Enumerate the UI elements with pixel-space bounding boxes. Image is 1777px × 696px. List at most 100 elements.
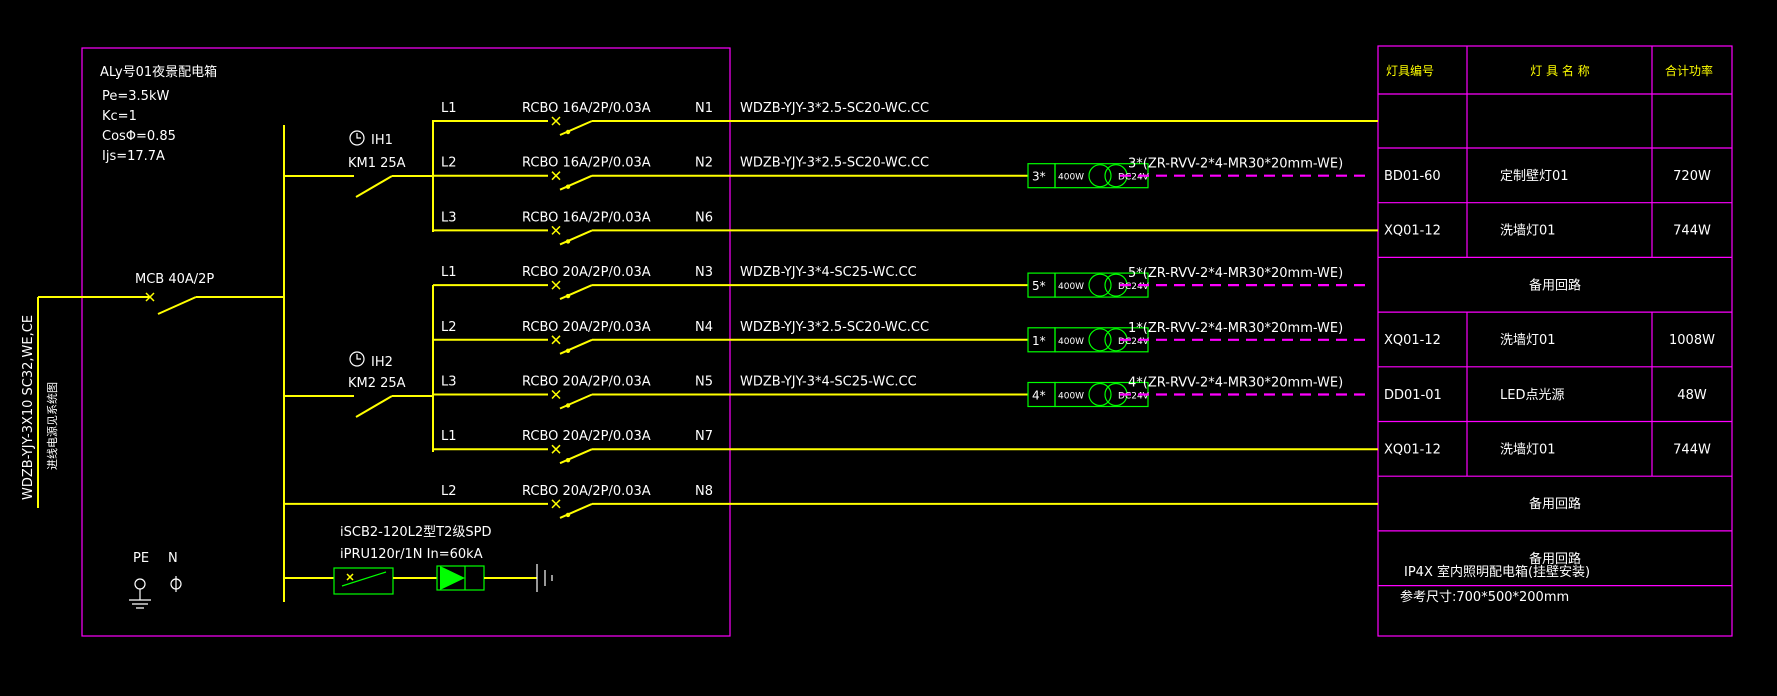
circuit-number: N5 xyxy=(695,375,713,390)
transformer-power: 400W xyxy=(1058,392,1084,402)
circuit-number: N6 xyxy=(695,210,713,225)
transformer-qty: 1* xyxy=(1032,334,1046,348)
light-name: 洗墙灯01 xyxy=(1500,333,1556,348)
rcbo-label: RCBO 20A/2P/0.03A xyxy=(522,484,651,499)
schedule-table-frame xyxy=(1377,45,1733,637)
schedule-rows: BD01-60 定制壁灯01 720W XQ01-12 洗墙灯01 744W 备用回路 XQ0… xyxy=(1378,147,1732,587)
timer-clock-hands-icon-1 xyxy=(356,133,361,139)
table-row: DD01-01 LED点光源 48W xyxy=(1378,366,1732,422)
transformer-qty: 3* xyxy=(1032,170,1046,184)
rcbo-contact xyxy=(559,393,593,410)
spare-circuit-label: 备用回路 xyxy=(1529,277,1581,293)
rcbo-cross-icon xyxy=(551,171,561,181)
lamp-cable-label: 3*(ZR-RVV-2*4-MR30*20mm-WE) xyxy=(1128,157,1343,172)
rcbo-pivot xyxy=(565,458,571,463)
table-header-name: 灯 具 名 称 xyxy=(1530,63,1589,78)
incoming-cable: WDZB-YJY-3X10 SC32,WE,CE xyxy=(21,315,36,500)
rcbo-contact xyxy=(559,502,593,519)
rcbo-label: RCBO 20A/2P/0.03A xyxy=(522,265,651,280)
timer-clock-icon-2 xyxy=(349,351,365,367)
rcbo-pivot xyxy=(565,129,571,135)
spd-label-1: iSCB2-120L2型T2级SPD xyxy=(340,525,491,540)
rcbo-pivot xyxy=(565,403,571,408)
circuit-cable: WDZB-YJY-3*2.5-SC20-WC.CC xyxy=(740,320,929,335)
transformer-power: 400W xyxy=(1058,337,1084,347)
spd-label-2: iPRU120r/1N In=60kA xyxy=(340,547,483,562)
spd-breaker-contact xyxy=(341,571,387,587)
spd-breaker-cross-icon xyxy=(346,573,354,581)
circuit-cable: WDZB-YJY-3*2.5-SC20-WC.CC xyxy=(740,101,929,116)
light-power: 720W xyxy=(1673,169,1711,184)
spare-circuit-label: 备用回路 xyxy=(1529,496,1581,512)
spare-circuit-label: 备用回路 xyxy=(1529,551,1581,567)
panel-cos: CosΦ=0.85 xyxy=(102,129,176,144)
transformer-coil-icon xyxy=(1088,273,1112,297)
lamp-cable-label: 1*(ZR-RVV-2*4-MR30*20mm-WE) xyxy=(1128,321,1343,336)
light-power: 744W xyxy=(1673,443,1711,458)
light-code: BD01-60 xyxy=(1384,169,1441,184)
light-name: 洗墙灯01 xyxy=(1500,443,1556,458)
rcbo-cross-icon xyxy=(551,499,561,509)
panel-kc: Kc=1 xyxy=(102,109,137,124)
rcbo-cross-icon xyxy=(551,444,561,454)
table-row: XQ01-12 洗墙灯01 744W xyxy=(1378,202,1732,258)
rcbo-contact xyxy=(559,229,593,246)
table-header-power: 合计功率 xyxy=(1665,63,1713,78)
light-name: LED点光源 xyxy=(1500,388,1564,403)
rcbo-cross-icon xyxy=(551,389,561,400)
rcbo-contact xyxy=(559,448,593,465)
circuit-number: N4 xyxy=(695,320,713,335)
light-code: XQ01-12 xyxy=(1384,333,1441,348)
rcbo-label: RCBO 16A/2P/0.03A xyxy=(522,156,651,171)
light-power: 744W xyxy=(1673,224,1711,239)
rcbo-contact xyxy=(559,338,593,355)
spd-arrester-icon xyxy=(440,566,465,590)
rcbo-cross-icon xyxy=(551,116,561,126)
transformer-voltage: DC24V xyxy=(1118,392,1150,402)
pe-terminal-label: PE xyxy=(133,551,149,566)
light-name: 洗墙灯01 xyxy=(1500,224,1556,239)
main-breaker-cross-icon xyxy=(145,292,155,302)
rcbo-pivot xyxy=(565,348,571,353)
main-breaker-label: MCB 40A/2P xyxy=(135,272,214,287)
transformer-coil-icon xyxy=(1088,328,1112,352)
earth-icon xyxy=(129,589,151,609)
timer-2-label: IH2 xyxy=(371,355,393,370)
rcbo-cross-icon xyxy=(551,335,561,345)
rcbo-pivot xyxy=(565,512,571,518)
rcbo-pivot xyxy=(565,239,571,244)
phase-label: L1 xyxy=(441,429,457,444)
rcbo-label: RCBO 16A/2P/0.03A xyxy=(522,210,651,225)
table-row: XQ01-12 洗墙灯01 1008W xyxy=(1378,311,1732,367)
phase-label: L2 xyxy=(441,320,457,335)
timer-clock-icon-1 xyxy=(349,130,365,146)
lamp-cable-label: 5*(ZR-RVV-2*4-MR30*20mm-WE) xyxy=(1128,266,1343,281)
table-footer-2: 参考尺寸:700*500*200mm xyxy=(1400,589,1569,605)
light-name: 定制壁灯01 xyxy=(1500,169,1569,184)
rcbo-contact xyxy=(559,284,593,301)
light-code: XQ01-12 xyxy=(1384,224,1441,239)
rcbo-pivot xyxy=(565,293,571,299)
light-power: 1008W xyxy=(1669,333,1715,348)
circuit-number: N3 xyxy=(695,265,713,280)
circuit-number: N1 xyxy=(695,101,713,116)
phase-label: L2 xyxy=(441,156,457,171)
circuit-number: N8 xyxy=(695,484,713,499)
table-row: 备用回路 xyxy=(1378,475,1732,512)
contactor-1-label: KM1 25A xyxy=(348,156,406,171)
light-power: 48W xyxy=(1677,388,1707,403)
table-row: 备用回路 xyxy=(1378,256,1732,293)
contactor-1-contact xyxy=(355,175,393,198)
light-code: DD01-01 xyxy=(1384,388,1442,403)
transformer-coil-icon xyxy=(1088,164,1112,188)
rcbo-label: RCBO 16A/2P/0.03A xyxy=(522,101,651,116)
